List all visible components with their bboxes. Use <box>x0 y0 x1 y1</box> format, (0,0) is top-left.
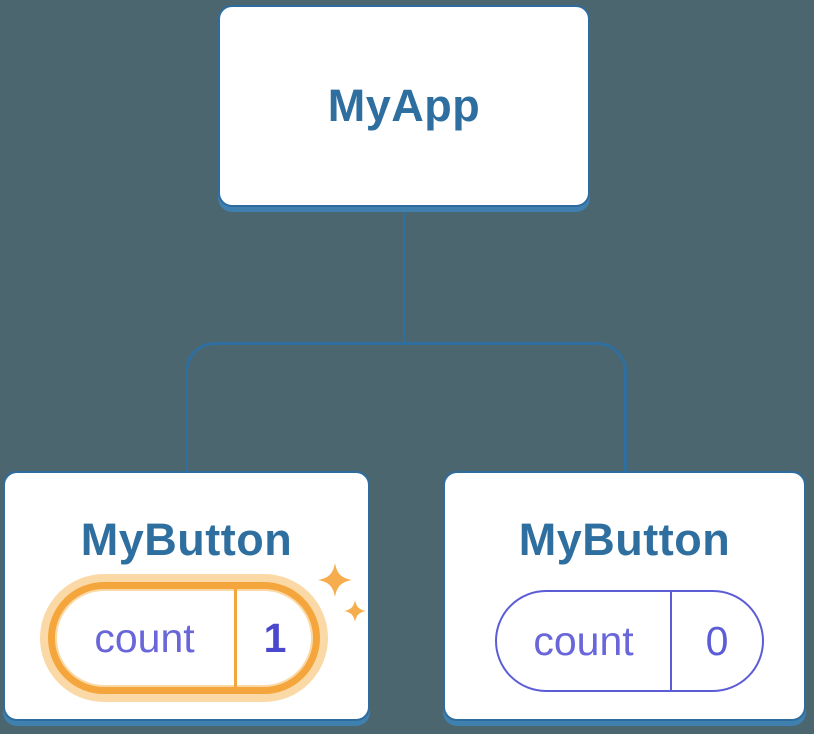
component-card-myapp: MyApp <box>218 5 590 207</box>
connector-branch-bracket <box>185 342 627 471</box>
state-key-label: count <box>497 592 672 690</box>
sparkle-icon <box>318 563 366 622</box>
state-value: 1 <box>263 614 287 661</box>
component-title-myapp: MyApp <box>327 80 481 131</box>
connector-root-line <box>403 210 406 345</box>
state-pill-idle: count 0 <box>495 590 764 692</box>
component-card-mybutton-active: MyButton count 1 <box>3 471 370 721</box>
component-title-mybutton-active: MyButton <box>80 514 293 565</box>
component-title-mybutton-idle: MyButton <box>518 514 731 565</box>
state-pill-active: count 1 <box>48 582 320 694</box>
state-value: 0 <box>705 617 729 664</box>
state-key-label: count <box>55 589 237 687</box>
component-card-mybutton-idle: MyButton count 0 <box>443 471 806 721</box>
